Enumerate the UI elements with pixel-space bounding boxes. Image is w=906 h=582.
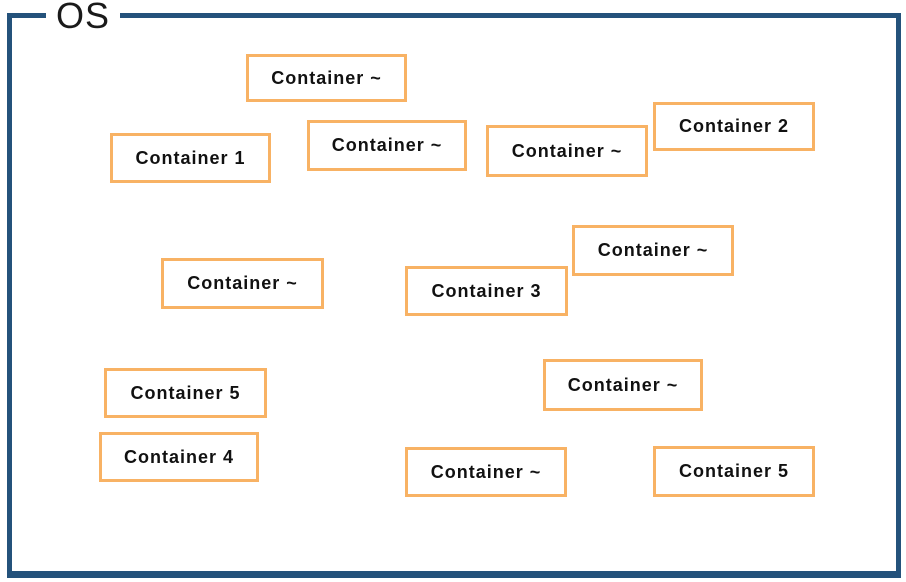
container-label: Container ~: [597, 240, 709, 260]
container-box: Container ~: [246, 54, 407, 102]
container-box: Container ~: [572, 225, 734, 276]
container-label: Container 5: [678, 461, 790, 481]
container-box: Container ~: [543, 359, 703, 411]
container-box: Container ~: [161, 258, 324, 309]
container-label: Container 1: [135, 147, 246, 168]
os-boundary-frame: OS: [7, 0, 901, 578]
container-label: Container ~: [567, 374, 679, 395]
container-box: Container 2: [653, 102, 815, 151]
container-box: Container ~: [405, 447, 567, 497]
container-box: Container 3: [405, 266, 568, 316]
container-label: Container 2: [678, 116, 790, 136]
container-label: Container ~: [511, 140, 623, 161]
container-box: Container ~: [307, 120, 467, 171]
container-box: Container 4: [99, 432, 259, 482]
container-label: Container ~: [430, 461, 542, 482]
container-label: Container ~: [271, 67, 382, 88]
container-box: Container ~: [486, 125, 648, 177]
container-box: Container 1: [110, 133, 271, 183]
container-label: Container ~: [187, 273, 298, 293]
container-label: Container ~: [331, 135, 443, 155]
container-label: Container 5: [130, 382, 241, 403]
container-box: Container 5: [104, 368, 267, 418]
container-box: Container 5: [653, 446, 815, 497]
container-label: Container 4: [123, 446, 235, 467]
os-label: OS: [46, 0, 121, 34]
container-label: Container 3: [431, 280, 542, 301]
